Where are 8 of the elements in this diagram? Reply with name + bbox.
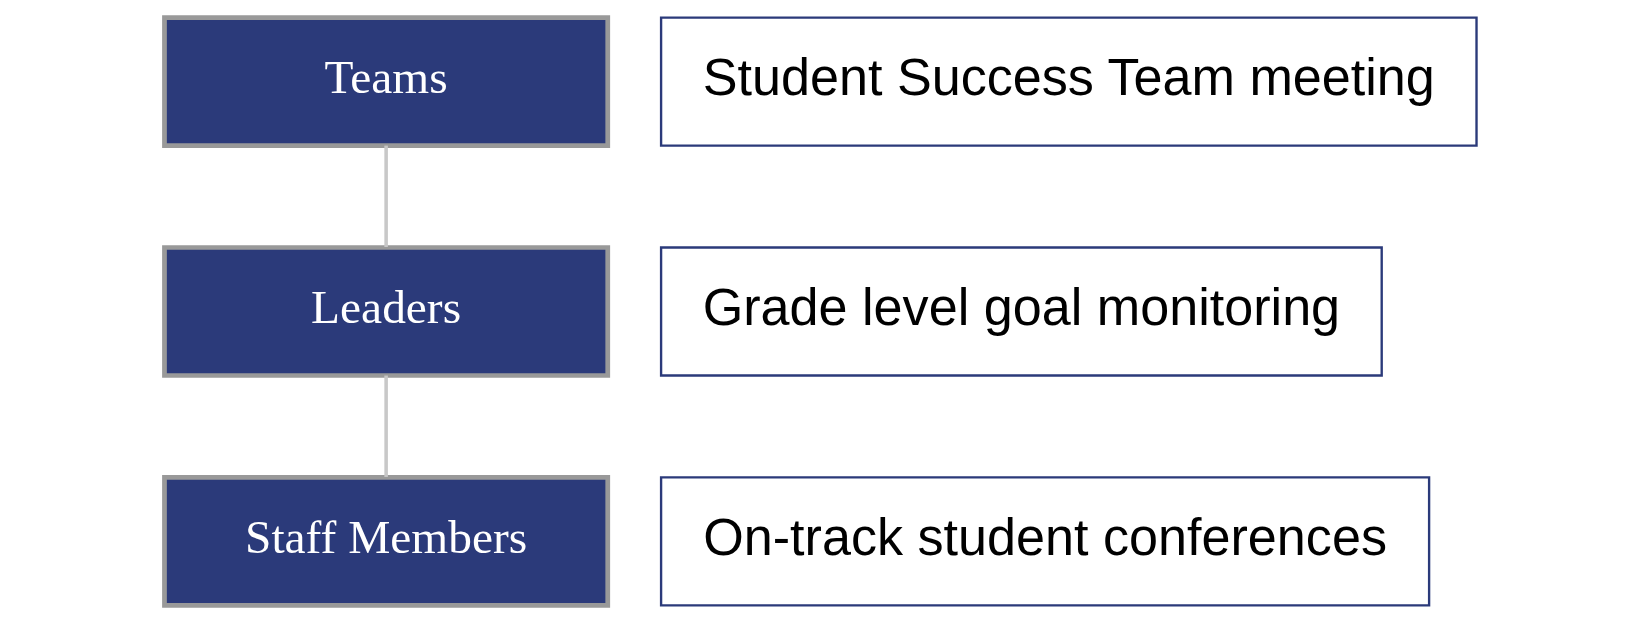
node-box: Leaders [162,245,611,378]
node-box: Staff Members [162,475,611,608]
node-box: Student Success Team meeting [659,16,1478,147]
node-box: Teams [162,15,611,148]
connector [384,145,388,247]
node-box: Grade level goal monitoring [659,246,1383,377]
node-box: On-track student conferences [659,476,1431,607]
connector [384,375,388,477]
